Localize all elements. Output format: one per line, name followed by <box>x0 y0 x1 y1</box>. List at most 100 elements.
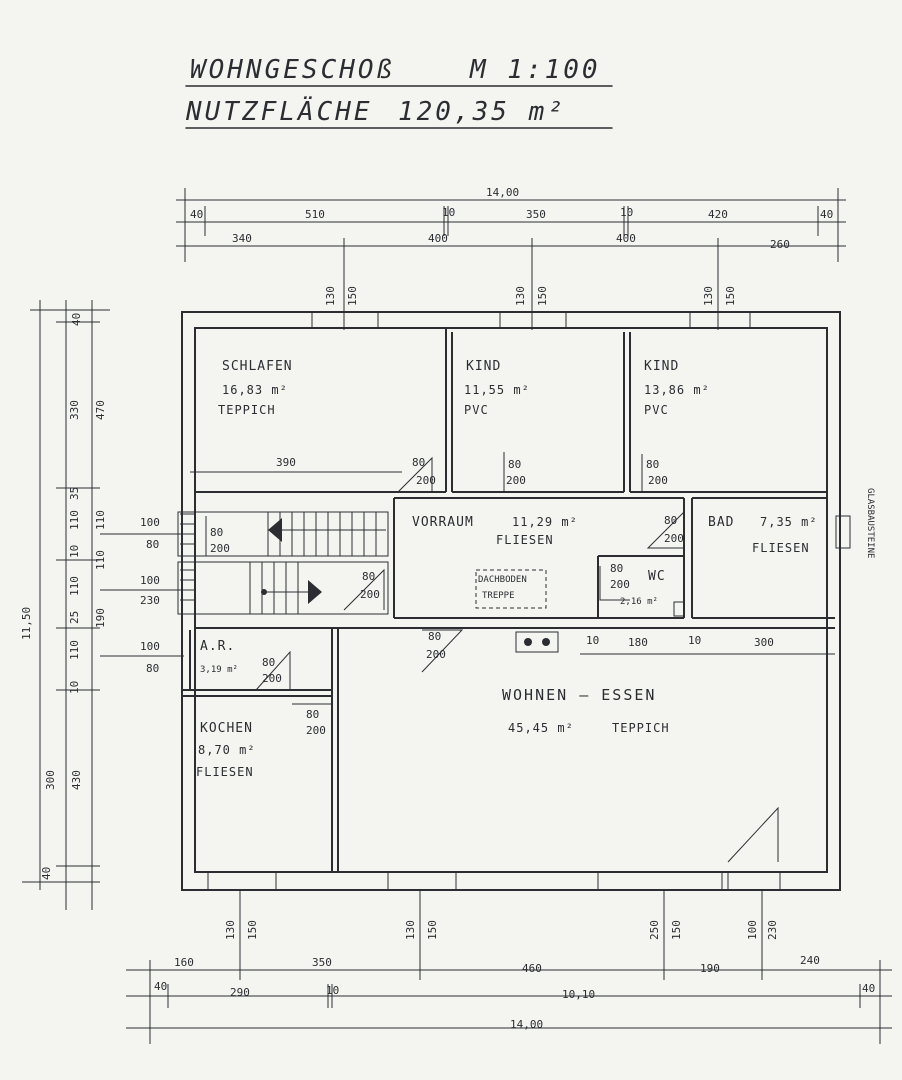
dim-top-r2-3: 260 <box>770 238 790 251</box>
kind1-floor: PVC <box>464 403 489 417</box>
svg-text:150: 150 <box>426 920 439 940</box>
bad-area: 7,35 m² <box>760 515 818 529</box>
svg-text:230: 230 <box>140 594 160 607</box>
dim-top-r1-4: 10 <box>620 206 633 219</box>
kochen-floor: FLIESEN <box>196 765 254 779</box>
wc-fixture <box>673 601 685 617</box>
svg-text:470: 470 <box>94 400 107 420</box>
vorraum-floor: FLIESEN <box>496 533 554 547</box>
dim-top-r2-2: 400 <box>616 232 636 245</box>
svg-text:200: 200 <box>416 474 436 487</box>
svg-text:80: 80 <box>664 514 677 527</box>
svg-text:25: 25 <box>68 611 81 624</box>
svg-text:100: 100 <box>140 574 160 587</box>
glass-blocks <box>835 515 851 549</box>
svg-text:190: 190 <box>94 608 107 628</box>
svg-text:100: 100 <box>140 516 160 529</box>
stove <box>515 631 559 653</box>
dim-top-r1-1: 510 <box>305 208 325 221</box>
svg-text:100: 100 <box>140 640 160 653</box>
svg-text:40: 40 <box>70 313 83 326</box>
svg-text:130: 130 <box>404 920 417 940</box>
svg-text:110: 110 <box>94 550 107 570</box>
schlafen-name: SCHLAFEN <box>222 359 293 374</box>
svg-text:240: 240 <box>800 954 820 967</box>
svg-text:330: 330 <box>68 400 81 420</box>
dim-top-total: 14,00 <box>486 186 519 199</box>
svg-text:350: 350 <box>312 956 332 969</box>
subtitle-value: 120,35 m² <box>398 97 566 127</box>
svg-text:130: 130 <box>702 286 715 306</box>
svg-text:110: 110 <box>68 510 81 530</box>
svg-text:80: 80 <box>210 526 223 539</box>
svg-text:200: 200 <box>360 588 380 601</box>
svg-text:100: 100 <box>746 920 759 940</box>
ar-name: A.R. <box>200 639 235 654</box>
svg-text:300: 300 <box>754 636 774 649</box>
svg-text:110: 110 <box>94 510 107 530</box>
interior-dimensions: 390 80 200 80 200 80 200 80 200 80 200 8… <box>140 456 835 737</box>
dim-top-r1-3: 350 <box>526 208 546 221</box>
svg-text:35: 35 <box>68 487 81 500</box>
svg-text:130: 130 <box>324 286 337 306</box>
svg-text:200: 200 <box>610 578 630 591</box>
svg-text:150: 150 <box>670 920 683 940</box>
bad-floor: FLIESEN <box>752 541 810 555</box>
svg-text:40: 40 <box>40 867 53 880</box>
svg-text:130: 130 <box>224 920 237 940</box>
wohnen-name: WOHNEN — ESSEN <box>502 686 656 704</box>
svg-text:460: 460 <box>522 962 542 975</box>
svg-text:150: 150 <box>346 286 359 306</box>
dim-top-r1-2: 10 <box>442 206 455 219</box>
kind2-name: KIND <box>644 359 679 374</box>
stairs <box>100 512 386 657</box>
svg-text:10: 10 <box>586 634 599 647</box>
svg-text:40: 40 <box>154 980 167 993</box>
schlafen-area: 16,83 m² <box>222 383 288 397</box>
svg-text:180: 180 <box>628 636 648 649</box>
kind2-area: 13,86 m² <box>644 383 710 397</box>
svg-text:390: 390 <box>276 456 296 469</box>
dim-top-r1-0: 40 <box>190 208 203 221</box>
svg-text:150: 150 <box>246 920 259 940</box>
svg-text:150: 150 <box>724 286 737 306</box>
dachboden-line2: TREPPE <box>482 591 515 601</box>
svg-text:200: 200 <box>664 532 684 545</box>
dim-top-r2-0: 340 <box>232 232 252 245</box>
door-swings <box>205 452 779 863</box>
kind2-floor: PVC <box>644 403 669 417</box>
svg-text:160: 160 <box>174 956 194 969</box>
title-scale: M 1:100 <box>469 55 601 85</box>
svg-text:80: 80 <box>262 656 275 669</box>
glasbausteine-label: GLASBAUSTEINE <box>865 488 875 558</box>
svg-text:200: 200 <box>426 648 446 661</box>
svg-text:80: 80 <box>146 662 159 675</box>
dim-top-r1-5: 420 <box>708 208 728 221</box>
stair-arrow-down-icon <box>308 580 322 604</box>
dim-top-r2-1: 400 <box>428 232 448 245</box>
svg-text:200: 200 <box>648 474 668 487</box>
svg-text:200: 200 <box>210 542 230 555</box>
kind1-name: KIND <box>466 359 501 374</box>
dachboden-hatch <box>475 569 547 609</box>
svg-text:80: 80 <box>306 708 319 721</box>
svg-text:430: 430 <box>70 770 83 790</box>
svg-text:10: 10 <box>68 681 81 694</box>
bad-name: BAD <box>708 515 734 530</box>
svg-text:110: 110 <box>68 640 81 660</box>
svg-text:80: 80 <box>508 458 521 471</box>
outer-walls <box>181 311 841 891</box>
svg-text:230: 230 <box>766 920 779 940</box>
dim-top-r1-6: 40 <box>820 208 833 221</box>
stair-arrow-up-icon <box>268 518 282 542</box>
kochen-name: KOCHEN <box>200 721 253 736</box>
svg-text:80: 80 <box>146 538 159 551</box>
svg-text:130: 130 <box>514 286 527 306</box>
wc-name: WC <box>648 569 666 584</box>
svg-text:200: 200 <box>306 724 326 737</box>
svg-text:80: 80 <box>412 456 425 469</box>
vorraum-name: VORRAUM <box>412 515 474 530</box>
kind1-area: 11,55 m² <box>464 383 530 397</box>
